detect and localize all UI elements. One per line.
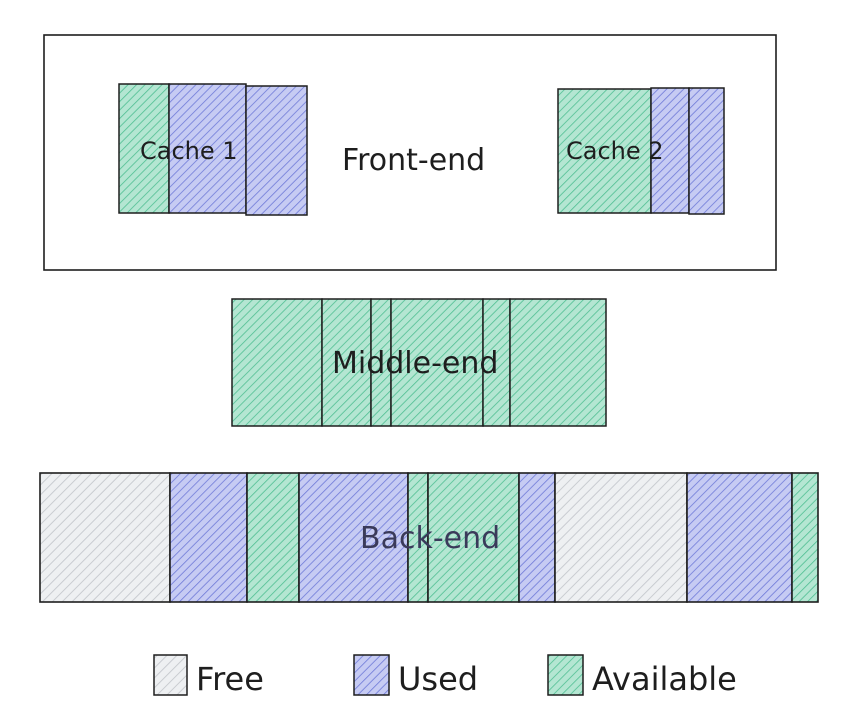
middle-available-block: [231, 298, 323, 427]
back-used-block: [518, 472, 556, 603]
back-available-block: [791, 472, 819, 603]
cache-2: Cache 2: [557, 87, 725, 215]
middle-available-block: [321, 298, 372, 427]
cache1-used-block: [245, 85, 308, 216]
cache2-label: Cache 2: [566, 137, 664, 165]
back-end-label: Back-end: [360, 521, 500, 556]
cache1-used-block: [168, 83, 247, 214]
middle-available-block: [482, 298, 511, 427]
legend: Free Used Available: [153, 654, 737, 698]
front-end-box: [43, 34, 777, 271]
legend-label-free: Free: [196, 660, 264, 698]
middle-available-block: [509, 298, 607, 427]
cache1-available-block: [118, 83, 170, 214]
cache-1: Cache 1: [118, 83, 308, 216]
middle-available-block: [390, 298, 484, 427]
legend-swatch-available: [547, 654, 584, 696]
legend-swatch-used: [353, 654, 390, 696]
back-available-block: [246, 472, 300, 603]
back-free-block: [554, 472, 688, 603]
back-end: Back-end: [39, 472, 819, 603]
front-end-label: Front-end: [342, 143, 485, 178]
middle-end-label: Middle-end: [332, 346, 498, 381]
legend-label-used: Used: [398, 660, 478, 698]
legend-item-available: Available: [547, 654, 737, 698]
back-used-block: [686, 472, 793, 603]
cache2-used-block: [650, 87, 690, 214]
back-available-block: [427, 472, 520, 603]
legend-label-available: Available: [592, 660, 737, 698]
cache2-used-block: [688, 87, 725, 215]
back-free-block: [39, 472, 171, 603]
back-used-block: [298, 472, 409, 603]
cache1-label: Cache 1: [140, 137, 238, 165]
middle-end: Middle-end: [231, 298, 607, 427]
legend-item-used: Used: [353, 654, 478, 698]
back-used-block: [169, 472, 248, 603]
legend-item-free: Free: [153, 654, 264, 698]
legend-swatch-free: [153, 654, 188, 696]
